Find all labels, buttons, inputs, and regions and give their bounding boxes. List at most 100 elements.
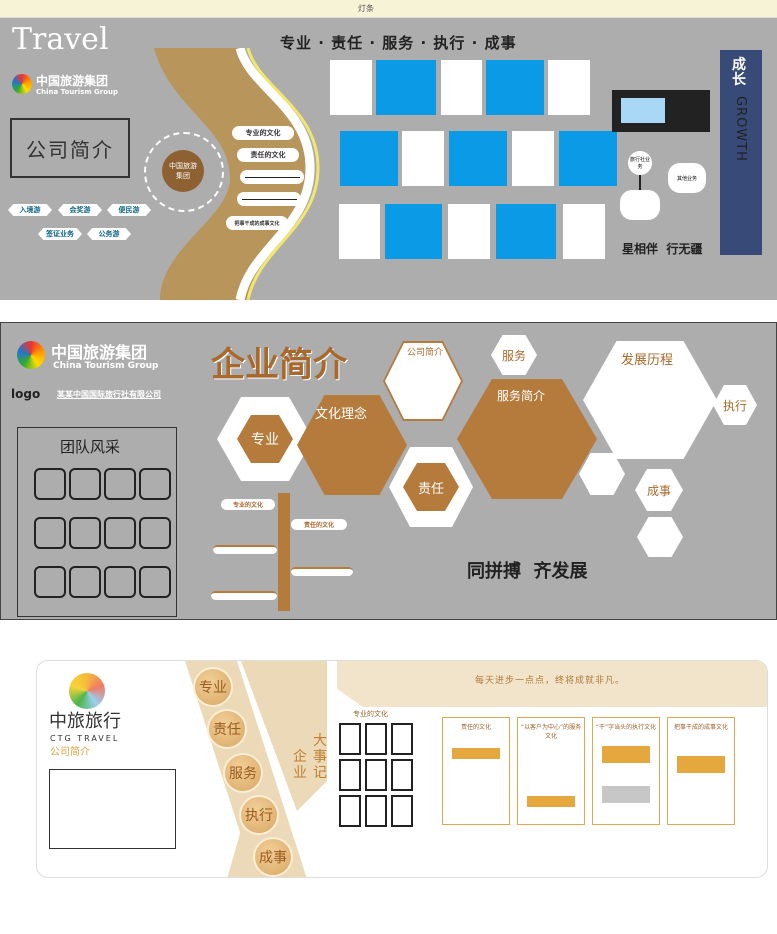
photo-slot bbox=[339, 204, 380, 259]
tag: 公务游 bbox=[87, 228, 131, 240]
card-bar bbox=[452, 748, 500, 759]
wave-decoration bbox=[154, 48, 320, 300]
hex-service-label: 服务 bbox=[501, 348, 526, 363]
photo-slot bbox=[449, 131, 507, 186]
photo-slot bbox=[448, 204, 490, 259]
timeline-bar bbox=[211, 591, 277, 600]
photo-slot bbox=[365, 759, 387, 791]
panel-1: Travel 中国旅游集团 China Tourism Group 公司简介 入… bbox=[0, 18, 777, 300]
photo-slot bbox=[339, 723, 361, 755]
logo-en: China Tourism Group bbox=[53, 361, 159, 371]
hex-service: 服务 bbox=[491, 335, 537, 375]
photo-label: 专业的文化 bbox=[353, 710, 388, 718]
intro-label: 公司简介 bbox=[50, 747, 90, 758]
card-bar bbox=[527, 796, 575, 807]
card-bar-gray bbox=[602, 786, 650, 803]
logo-cn: 中国旅游集团 bbox=[51, 343, 148, 362]
photo-frame bbox=[139, 517, 171, 549]
culture-card: 责任的文化 bbox=[442, 717, 510, 825]
logo-label: logo bbox=[11, 387, 41, 401]
value-badge: 执行 bbox=[239, 795, 279, 835]
light-strip-label: 灯条 bbox=[358, 4, 374, 13]
photo-frame bbox=[69, 468, 101, 500]
photo-frame bbox=[104, 468, 136, 500]
photo-slot bbox=[402, 131, 444, 186]
value-badge: 责任 bbox=[207, 709, 247, 749]
photo-slot bbox=[512, 131, 554, 186]
culture-pill: 专业的文化 bbox=[232, 126, 294, 140]
flower-center: 中国旅游集团 bbox=[162, 150, 204, 192]
timeline-post bbox=[278, 493, 290, 611]
photo-slot bbox=[486, 60, 544, 115]
photo-slot bbox=[563, 204, 605, 259]
photo-slot bbox=[496, 204, 556, 259]
photo-frame bbox=[104, 517, 136, 549]
photo-slot bbox=[365, 795, 387, 827]
timeline-bar bbox=[291, 567, 353, 576]
memo-title-a: 企业 bbox=[293, 749, 307, 781]
line bbox=[244, 176, 300, 178]
photo-frame bbox=[34, 517, 66, 549]
photo-slot bbox=[339, 795, 361, 827]
screen bbox=[621, 98, 665, 123]
light-strip: 灯条 bbox=[0, 0, 777, 18]
hex-culture-label: 文化理念 bbox=[315, 407, 368, 422]
photo-slot bbox=[548, 60, 590, 115]
hex-exec-label: 执行 bbox=[722, 398, 747, 413]
travel-title: Travel bbox=[12, 22, 109, 57]
logo-icon bbox=[12, 74, 32, 94]
growth-cn: 成长 bbox=[732, 57, 746, 88]
tag: 会奖游 bbox=[58, 204, 102, 216]
intro-box bbox=[49, 769, 176, 849]
screen-display bbox=[612, 90, 710, 132]
hex-resp: 责任 bbox=[403, 463, 459, 511]
top-band bbox=[337, 661, 767, 707]
photo-slot bbox=[391, 759, 413, 791]
card-bar bbox=[602, 746, 650, 763]
culture-pill: 责任的文化 bbox=[237, 148, 299, 162]
card-title: “干”字当头的执行文化 bbox=[595, 724, 657, 731]
hex-done: 成事 bbox=[635, 469, 683, 511]
hex-done-label: 成事 bbox=[646, 483, 671, 498]
growth-en: GROWTH bbox=[733, 96, 748, 162]
logo-cn: 中国旅游集团 bbox=[36, 74, 109, 88]
photo-frame bbox=[34, 566, 66, 598]
brand-en: CTG TRAVEL bbox=[50, 734, 120, 743]
brand-logo-icon bbox=[69, 673, 105, 709]
value-badge: 服务 bbox=[223, 753, 263, 793]
motto: 同拼搏 齐发展 bbox=[467, 561, 588, 582]
card-title: 责任的文化 bbox=[460, 724, 491, 731]
hex-pro-label: 专业 bbox=[251, 432, 279, 448]
photo-slot bbox=[339, 759, 361, 791]
intro-box: 公司简介 bbox=[10, 118, 130, 178]
photo-frame bbox=[104, 566, 136, 598]
timeline-bar bbox=[213, 545, 277, 554]
motto: 星相伴 行无疆 bbox=[622, 242, 703, 256]
logo-en: China Tourism Group bbox=[36, 88, 119, 96]
tag: 便民游 bbox=[107, 204, 151, 216]
tag: 签证业务 bbox=[38, 228, 82, 240]
tag: 入境游 bbox=[8, 204, 52, 216]
page-title: 企业简介 bbox=[211, 345, 347, 385]
photo-slot bbox=[441, 60, 482, 115]
photo-frame bbox=[69, 517, 101, 549]
hex-history-label: 发展历程 bbox=[621, 353, 674, 368]
photo-slot bbox=[340, 131, 398, 186]
hex-culture: 文化理念 bbox=[297, 395, 407, 495]
photo-frame bbox=[34, 468, 66, 500]
line bbox=[241, 198, 297, 200]
company-name: 某某中国国际旅行社有限公司 bbox=[57, 390, 161, 399]
brand-cn: 中旅旅行 bbox=[49, 711, 121, 732]
card-title: 把事干成的成事文化 bbox=[673, 724, 728, 731]
flower-decoration bbox=[144, 132, 224, 212]
photo-slot bbox=[559, 131, 617, 186]
value-badge: 专业 bbox=[193, 667, 233, 707]
timeline-label: 专业的文化 bbox=[221, 499, 275, 510]
hex-service-intro: 服务简介 bbox=[457, 379, 597, 499]
panel-2: 中国旅游集团 China Tourism Group logo 某某中国国际旅行… bbox=[0, 322, 777, 620]
team-title: 团队风采 bbox=[60, 438, 121, 456]
hex-service-intro-label: 服务简介 bbox=[497, 389, 546, 403]
slogan: 每天进步一点点，终将成就非凡。 bbox=[475, 676, 626, 686]
memo-title-b: 大事记 bbox=[313, 733, 327, 781]
timeline-label: 责任的文化 bbox=[291, 519, 347, 530]
